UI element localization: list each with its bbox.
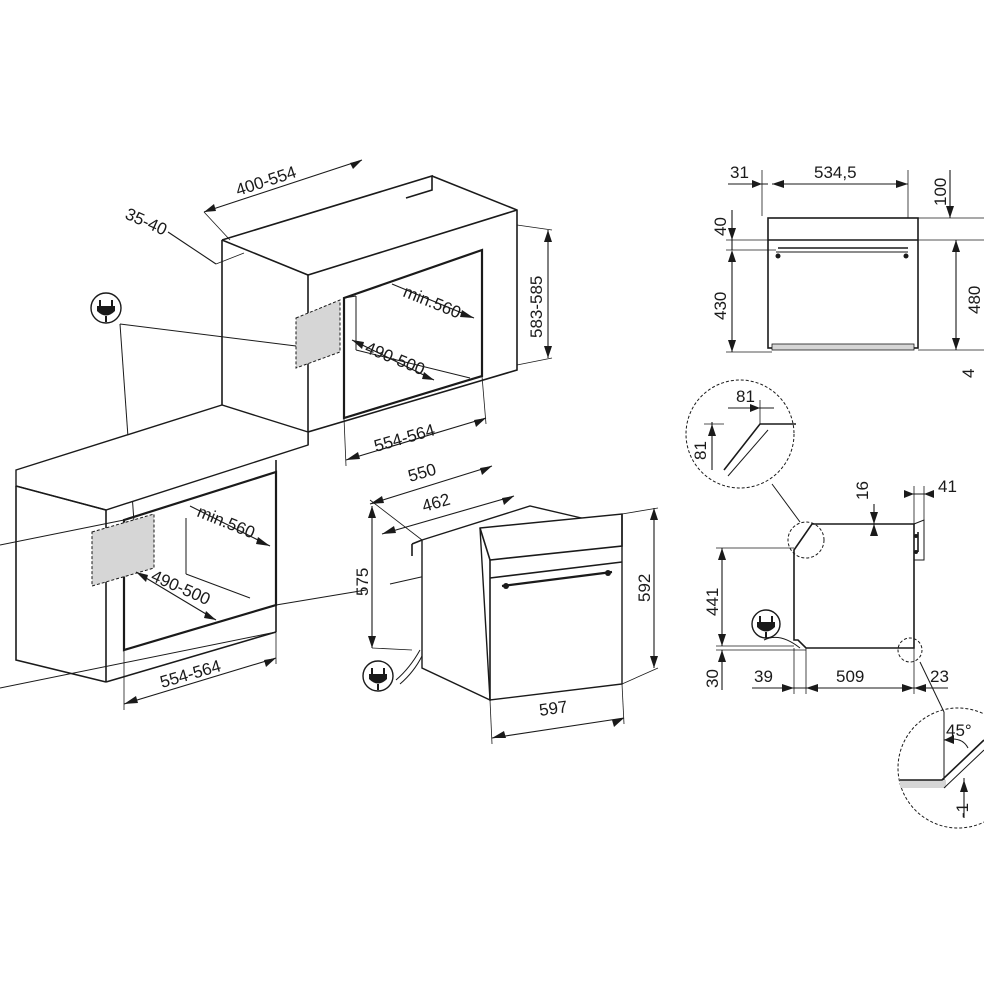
dim-counter-cutout-width: 554-564 — [123, 605, 277, 710]
dim-profile-base: 30 — [703, 649, 806, 690]
label-profile-top-gap: 16 — [853, 481, 872, 500]
label-profile-body: 441 — [703, 588, 722, 616]
label-column-cutout-height: 490-500 — [363, 338, 428, 379]
label-detail-top-v: 81 — [691, 441, 710, 460]
label-side-top-offset: 31 — [730, 163, 749, 182]
dim-column-cutout-height: 490-500 — [351, 338, 435, 381]
dim-oven-height-body: 575 — [353, 506, 413, 651]
dim-side-total: 480 — [918, 239, 984, 351]
dim-counter-cutout-depth: min.560 — [189, 502, 271, 547]
dim-column-cutout-depth: min.560 — [391, 282, 475, 322]
label-counter-cutout-width: 554-564 — [158, 656, 223, 691]
plug-icon — [751, 609, 781, 639]
dim-column-height: 583-585 — [516, 224, 553, 366]
label-column-height: 583-585 — [527, 276, 546, 338]
label-profile-front: 41 — [938, 477, 957, 496]
dim-side-depth: 534,5 — [772, 163, 909, 218]
dim-profile-bottom: 39 509 23 — [752, 648, 949, 694]
dim-oven-width-front: 597 — [489, 683, 625, 745]
plug-icon — [362, 660, 394, 692]
label-oven-width-front: 597 — [538, 697, 569, 720]
column-unit — [221, 174, 518, 445]
label-side-total: 480 — [965, 286, 984, 314]
label-profile-base: 30 — [703, 669, 722, 688]
label-column-depth: 400-554 — [233, 162, 298, 199]
dim-profile-body: 441 — [703, 547, 794, 647]
label-oven-depth-body: 462 — [420, 490, 453, 516]
side-view — [767, 217, 919, 351]
label-detail-angle: 45° — [946, 721, 972, 740]
dim-column-cutout-width: 554-564 — [343, 375, 487, 467]
dim-profile-front: 41 — [904, 477, 957, 524]
label-detail-top-h: 81 — [736, 387, 755, 406]
label-profile-front-offset: 23 — [930, 667, 949, 686]
dim-oven-height-front: 592 — [621, 507, 659, 685]
label-side-cropped: 4 — [959, 369, 978, 378]
socket-zone-counter — [91, 513, 155, 587]
oven-3d — [395, 505, 623, 702]
label-counter-cutout-depth: min.560 — [195, 502, 258, 542]
under-counter — [0, 404, 431, 689]
dim-column-offset: 35-40 — [122, 204, 245, 265]
label-oven-height-front: 592 — [635, 574, 654, 602]
label-oven-height-body: 575 — [353, 568, 372, 596]
socket-zone-column — [295, 299, 341, 369]
detail-bottom: 45° -1 — [897, 707, 984, 829]
dim-counter-cutout-height: 490-500 — [135, 566, 217, 621]
plug-icon — [90, 292, 122, 324]
label-detail-offset: -1 — [953, 803, 972, 818]
label-side-panel: 40 — [711, 217, 730, 236]
dim-column-depth: 400-554 — [203, 159, 363, 241]
label-column-cutout-width: 554-564 — [372, 420, 437, 455]
label-column-cutout-depth: min.560 — [401, 282, 464, 322]
label-side-top-clearance: 100 — [931, 178, 950, 206]
label-column-offset: 35-40 — [122, 204, 169, 239]
label-oven-depth-total: 550 — [406, 460, 439, 486]
label-counter-cutout-height: 490-500 — [148, 566, 213, 609]
dim-profile-top-gap: 16 — [853, 481, 914, 536]
label-side-body: 430 — [711, 292, 730, 320]
dim-side-top-offset: 31 — [728, 163, 768, 216]
detail-top: 81 81 — [685, 379, 796, 489]
dim-side-top-clearance: 100 — [918, 170, 984, 219]
dim-side-panel: 40 — [711, 210, 776, 262]
label-side-depth: 534,5 — [814, 163, 857, 182]
dim-side-body: 430 — [711, 254, 772, 353]
profile-view — [763, 519, 925, 663]
label-profile-depth: 509 — [836, 667, 864, 686]
label-profile-rear: 39 — [754, 667, 773, 686]
